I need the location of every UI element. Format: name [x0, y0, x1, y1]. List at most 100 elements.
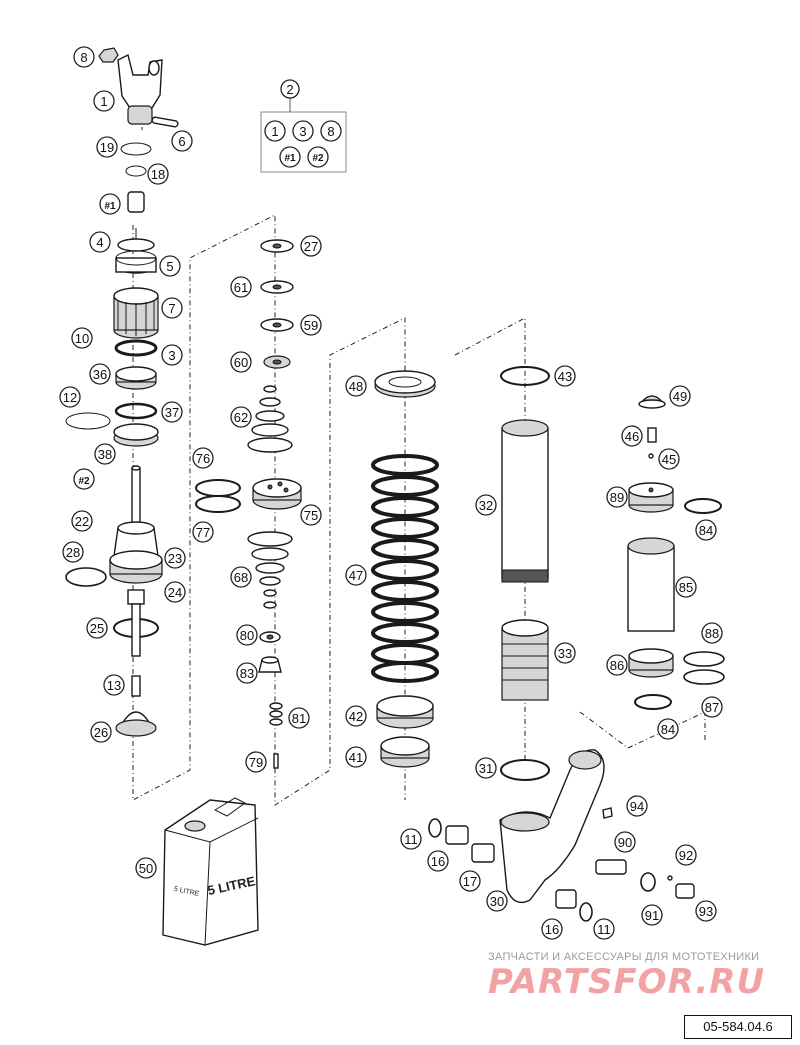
- callout-77: 77: [192, 521, 214, 543]
- oring-18: [125, 165, 147, 177]
- callout-19: 19: [96, 136, 118, 158]
- callout-13: 13: [103, 674, 125, 696]
- callout-label: 61: [234, 280, 248, 295]
- callout-label: 94: [630, 799, 644, 814]
- callout-60: 60: [230, 351, 252, 373]
- callout-3: 3: [161, 344, 183, 366]
- callout-36: 36: [89, 363, 111, 385]
- kit-item-3: 3: [299, 124, 306, 139]
- callout-28: 28: [62, 541, 84, 563]
- callout-79: 79: [245, 751, 267, 773]
- callout-label: 26: [94, 725, 108, 740]
- callout-sub2: #2: [73, 468, 95, 490]
- callout-label: 87: [705, 700, 719, 715]
- callout-label: 80: [240, 628, 254, 643]
- callout-label: 91: [645, 908, 659, 923]
- callout-label: 5: [166, 259, 173, 274]
- callout-sub1: #1: [99, 193, 121, 215]
- callout-91: 91: [641, 904, 663, 926]
- callout-label: 86: [610, 658, 624, 673]
- callout-88: 88: [701, 622, 723, 644]
- callout-25: 25: [86, 617, 108, 639]
- callout-59: 59: [300, 314, 322, 336]
- oil-can-50: 5 LITRE 5 LITRE: [162, 797, 259, 946]
- callout-68: 68: [230, 566, 252, 588]
- callout-11: 11: [593, 918, 615, 940]
- callout-label: 6: [178, 134, 185, 149]
- callout-label: 1: [100, 94, 107, 109]
- callout-label: 81: [292, 711, 306, 726]
- callout-label: 10: [75, 331, 89, 346]
- callout-label: 22: [75, 514, 89, 529]
- callout-label: 46: [625, 429, 639, 444]
- watermark-logo: PARTSFOR.RU: [488, 962, 766, 1002]
- callout-label: 50: [139, 861, 153, 876]
- callout-86: 86: [606, 654, 628, 676]
- callout-label: 7: [168, 301, 175, 316]
- callout-37: 37: [161, 401, 183, 423]
- callout-81: 81: [288, 707, 310, 729]
- callout-1: 1: [93, 90, 115, 112]
- callout-8: 8: [73, 46, 95, 68]
- callout-43: 43: [554, 365, 576, 387]
- callout-label: 18: [151, 167, 165, 182]
- callout-label: 41: [349, 750, 363, 765]
- callout-10: 10: [71, 327, 93, 349]
- callout-32: 32: [475, 494, 497, 516]
- callout-label: 13: [107, 678, 121, 693]
- callout-22: 22: [71, 510, 93, 532]
- callout-label: #1: [104, 201, 116, 212]
- callout-label: 31: [479, 761, 493, 776]
- piston-rod: [131, 467, 141, 529]
- callout-84: 84: [657, 718, 679, 740]
- callout-84: 84: [695, 519, 717, 541]
- callout-label: 11: [404, 832, 418, 847]
- callout-12: 12: [59, 386, 81, 408]
- callout-label: 76: [196, 451, 210, 466]
- callout-label: 79: [249, 755, 263, 770]
- callout-label: 33: [558, 646, 572, 661]
- callout-75: 75: [300, 504, 322, 526]
- callout-80: 80: [236, 624, 258, 646]
- callout-label: 30: [490, 894, 504, 909]
- callout-label: 49: [673, 389, 687, 404]
- callout-label: 83: [240, 666, 254, 681]
- callout-90: 90: [614, 831, 636, 853]
- callout-23: 23: [164, 547, 186, 569]
- callout-11: 11: [400, 828, 422, 850]
- callout-label: 4: [96, 235, 103, 250]
- callout-89: 89: [606, 486, 628, 508]
- callout-label: 28: [66, 545, 80, 560]
- callout-label: 45: [662, 452, 676, 467]
- callout-label: 75: [304, 508, 318, 523]
- callout-94: 94: [626, 795, 648, 817]
- callout-label: 84: [661, 722, 675, 737]
- callout-50: 50: [135, 857, 157, 879]
- callout-30: 30: [486, 890, 508, 912]
- callout-label: 88: [705, 626, 719, 641]
- callout-label: 42: [349, 709, 363, 724]
- callout-label: 17: [463, 874, 477, 889]
- callout-label: 16: [545, 922, 559, 937]
- kit-item-1: 1: [271, 124, 278, 139]
- clevis-base: [127, 105, 153, 125]
- callout-24: 24: [164, 581, 186, 603]
- callout-label: 84: [699, 523, 713, 538]
- callout-label: 32: [479, 498, 493, 513]
- callout-17: 17: [459, 870, 481, 892]
- kit-item-sub2: #2: [312, 153, 324, 164]
- kit-box-header: 2: [286, 82, 293, 97]
- callout-label: 19: [100, 140, 114, 155]
- callout-61: 61: [230, 276, 252, 298]
- callout-label: 89: [610, 490, 624, 505]
- shim-stack-column: [195, 239, 302, 769]
- callout-45: 45: [658, 448, 680, 470]
- callout-26: 26: [90, 721, 112, 743]
- callout-41: 41: [345, 746, 367, 768]
- callout-label: 38: [98, 447, 112, 462]
- callout-31: 31: [475, 757, 497, 779]
- kit-item-8: 8: [327, 124, 334, 139]
- callout-6: 6: [171, 130, 193, 152]
- spring-coils: [371, 454, 439, 683]
